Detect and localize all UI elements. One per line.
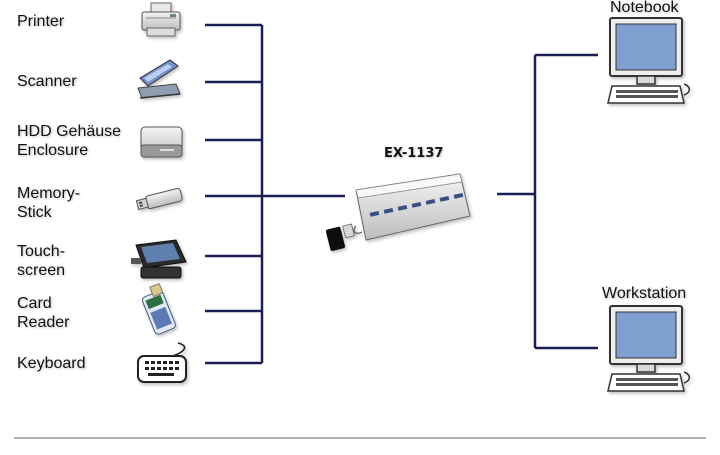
scanner-icon [137,59,181,99]
device-label-touchscreen: Touch- screen [17,243,66,279]
device-label-scanner: Scanner [17,73,77,90]
device-label-card-reader: Card Reader [17,295,70,331]
card-reader-icon [141,282,176,335]
device-label-notebook: Notebook [610,0,679,16]
hdd-enclosure-icon [140,126,183,158]
device-label-workstation: Workstation [602,285,687,302]
device-label-hdd-enclosure: HDD Gehäuse Enclosure [17,123,122,159]
connector-lines [205,23,598,365]
usb-adapter-icon [325,223,355,251]
keyboard-icon [137,342,187,383]
device-label-keyboard: Keyboard [17,355,86,372]
notebook-computer-icon [607,17,690,104]
device-label-memory-stick: Memory- Stick [17,185,81,221]
memory-stick-icon [135,188,183,211]
hub-title: EX-1137 [384,146,444,161]
workstation-computer-icon [607,305,690,392]
printer-icon [141,2,181,37]
touchscreen-icon [131,239,187,279]
usb-hub-icon [353,173,471,241]
device-label-printer: Printer [17,13,65,30]
